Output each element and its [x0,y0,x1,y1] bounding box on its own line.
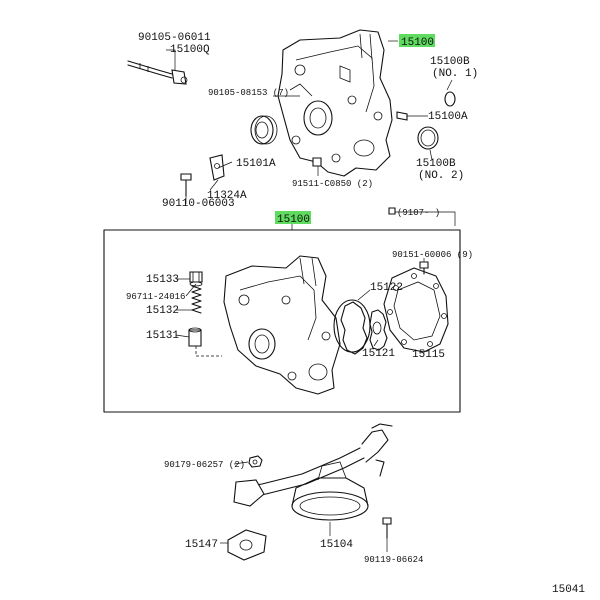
sensor-15100q [127,60,188,85]
label-90105-06011: 90105-06011 [138,32,211,44]
label-15100a: 15100A [428,111,468,123]
relief-valve-plug-15133 [189,271,203,283]
o-ring-15100b-no1 [444,91,456,107]
label-15104: 15104 [320,539,353,551]
pump-cover-15115 [383,267,449,353]
inner-rotor-15121 [369,309,388,351]
o-ring-15100b-no2 [417,126,439,150]
label-15131: 15131 [146,330,179,342]
oil-strainer-15104 [233,423,393,521]
label-no2: (NO. 2) [418,170,464,182]
label-15122: 15122 [370,282,403,294]
bolt-91511-c0850 [312,157,322,167]
label-15115: 15115 [412,349,445,361]
label-15132: 15132 [146,305,179,317]
label-90179-06257: 90179-06257 (2) [164,460,245,470]
oil-seal-15101a [250,115,278,145]
label-15133: 15133 [146,274,179,286]
oil-pump-housing-top [277,29,393,177]
gasket-96711-24016 [189,281,203,287]
label-90110-06003: 90110-06003 [162,198,235,210]
label-15121: 15121 [362,348,395,360]
screw-90151-60006 [419,261,429,275]
label-15101a: 15101A [236,158,276,170]
label-15100-top: 15100 [401,37,434,49]
top-leader-lines [166,40,453,204]
oil-pump-housing-middle [223,255,341,395]
label-15100q: 15100Q [170,44,210,56]
label-15100b-2: 15100B [416,158,456,170]
label-11324a: 11324A [207,190,247,202]
relief-valve-spring-15132 [191,285,202,314]
bottom-leader-lines [220,461,388,552]
label-15147: 15147 [185,539,218,551]
label-date-note: (9107- ) [397,208,440,218]
label-15100b-1: 15100B [430,56,470,68]
label-90105-08153: 90105-08153 (7) [208,88,289,98]
bolt-90110-06003 [180,173,192,197]
pin-15100a [396,111,408,121]
kit-box-frame [103,207,461,413]
figure-number: 15041 [552,584,585,596]
label-15100-mid: 15100 [277,214,310,226]
label-90119-06624: 90119-06624 [364,555,423,565]
relief-valve-axis [195,346,222,357]
label-96711-24016: 96711-24016 [126,292,185,302]
label-91511-c0850: 91511-C0850 (2) [292,179,373,189]
gasket-15147 [227,529,267,561]
label-no1: (NO. 1) [432,68,478,80]
highlight-15100-mid [275,211,311,224]
label-90151-60006: 90151-60006 (9) [392,250,473,260]
bracket-11324a [209,154,225,181]
middle-leader-lines [175,258,425,352]
nut-90179-06257 [248,455,263,468]
bolt-90119-06624 [382,517,392,539]
highlight-15100-top [399,34,435,47]
relief-valve-15131 [188,327,202,347]
